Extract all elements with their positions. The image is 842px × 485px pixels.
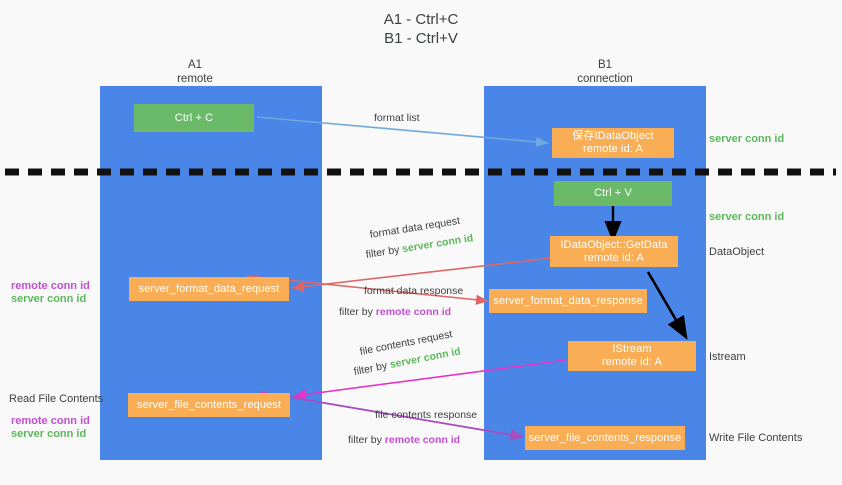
edge-label-format-list: format list xyxy=(374,112,420,124)
note-remote-conn-id-1: remote conn id xyxy=(11,280,90,292)
page-title: A1 - Ctrl+C B1 - Ctrl+V xyxy=(383,11,459,47)
edge-label-file-contents-response-filter: filter by remote conn id xyxy=(348,434,460,447)
lane-b1-title: B1 xyxy=(597,59,613,71)
node-save-idataobject[interactable]: 保存IDataObject remote id: A xyxy=(552,128,674,158)
lane-a1-title: A1 xyxy=(187,59,203,71)
node-ctrl-v-label: Ctrl + V xyxy=(594,187,632,199)
node-getdata-line2: remote id: A xyxy=(584,251,644,264)
note-server-conn-id-1: server conn id xyxy=(11,293,87,305)
node-ctrl-c[interactable]: Ctrl + C xyxy=(134,104,254,132)
filter-key-remote-conn-id-1: remote conn id xyxy=(375,306,452,318)
node-istream-line2: remote id: A xyxy=(602,356,662,368)
lane-b1-subtitle: connection xyxy=(577,73,633,85)
edge-label-format-data-response-filter: filter by remote conn id xyxy=(339,306,451,319)
node-server-format-data-response-label: server_format_data_response xyxy=(493,294,643,307)
filter-prefix-3: filter by xyxy=(352,359,392,378)
lane-header-b1: B1 connection xyxy=(545,58,665,86)
note-dataobject: DataObject xyxy=(709,246,765,258)
node-getdata-line1: IDataObject::GetData xyxy=(560,238,668,251)
note-read-file-contents: Read File Contents xyxy=(9,393,104,405)
lane-header-a1: A1 remote xyxy=(135,58,255,86)
filter-key-remote-conn-id-2: remote conn id xyxy=(384,434,461,446)
node-ctrl-c-label: Ctrl + C xyxy=(174,111,214,124)
note-istream: Istream xyxy=(709,351,746,363)
node-server-file-contents-request-label: server_file_contents_request xyxy=(136,398,282,411)
node-istream-line1: IStream xyxy=(612,343,652,355)
node-save-idataobject-line1: 保存IDataObject xyxy=(572,130,654,142)
note-remote-conn-id-2: remote conn id xyxy=(11,415,90,427)
filter-prefix-2: filter by xyxy=(339,306,376,318)
lane-a1-subtitle: remote xyxy=(177,73,213,85)
note-server-conn-id-2: server conn id xyxy=(11,428,87,440)
node-server-format-data-request-label: server_format_data_request xyxy=(138,282,280,295)
note-server-conn-id-mid: server conn id xyxy=(709,211,785,223)
node-ctrl-v[interactable]: Ctrl + V xyxy=(554,181,672,206)
node-server-format-data-response[interactable]: server_format_data_response xyxy=(489,289,647,313)
node-server-file-contents-request[interactable]: server_file_contents_request xyxy=(128,393,290,417)
node-server-file-contents-response-label: server_file_contents_response xyxy=(528,431,682,444)
node-istream[interactable]: IStream remote id: A xyxy=(568,341,696,371)
node-save-idataobject-line2: remote id: A xyxy=(583,143,643,155)
node-getdata[interactable]: IDataObject::GetData remote id: A xyxy=(550,236,678,267)
note-write-file-contents: Write File Contents xyxy=(709,432,803,444)
filter-prefix-4: filter by xyxy=(348,434,385,446)
edge-label-file-contents-response: file contents response xyxy=(375,409,478,421)
filter-prefix-1: filter by xyxy=(364,243,404,261)
filter-key-server-conn-id-1: server conn id xyxy=(401,232,475,256)
node-server-format-data-request[interactable]: server_format_data_request xyxy=(129,277,289,301)
node-server-file-contents-response[interactable]: server_file_contents_response xyxy=(525,426,685,450)
note-server-conn-id-top: server conn id xyxy=(709,133,785,145)
edge-label-format-data-response: format data response xyxy=(364,285,464,297)
